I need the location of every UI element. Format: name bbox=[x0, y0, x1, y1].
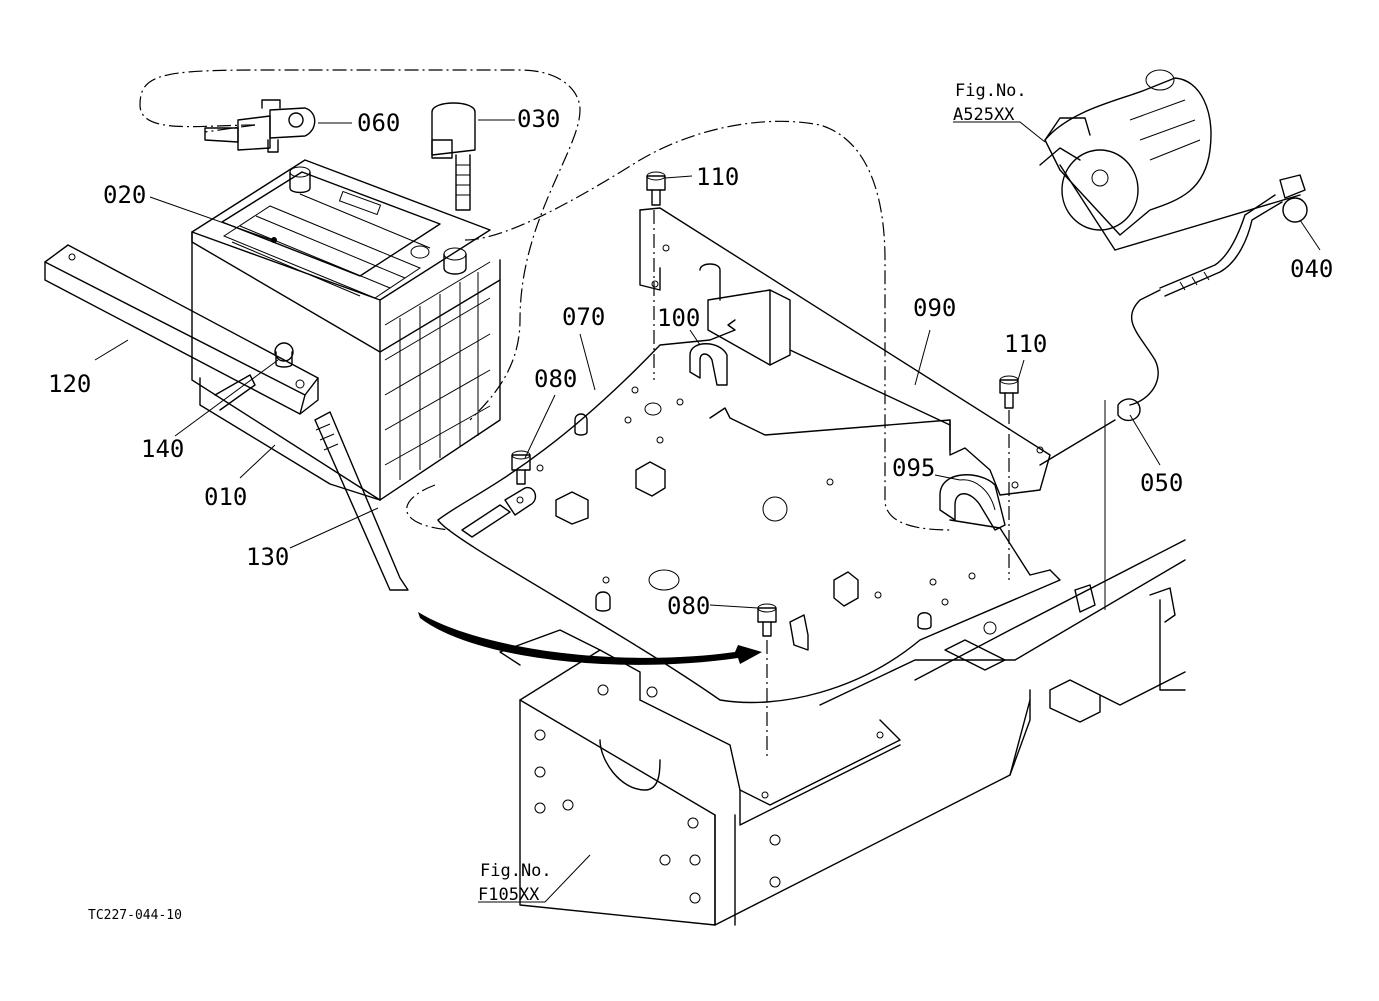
starter-motor bbox=[1039, 69, 1308, 297]
label-140: 140 bbox=[141, 435, 184, 463]
hold-down-bar bbox=[44, 244, 319, 415]
locator-lines bbox=[653, 210, 1010, 760]
bracket bbox=[639, 207, 1051, 496]
figure-references: Fig.No. A525XX Fig.No. F105XX bbox=[478, 81, 1027, 905]
clamp-large bbox=[939, 474, 1006, 531]
label-110-top: 110 bbox=[696, 163, 739, 191]
ground-terminal bbox=[461, 486, 537, 538]
label-130: 130 bbox=[246, 543, 289, 571]
label-080-left: 080 bbox=[534, 365, 577, 393]
terminal-cover bbox=[431, 102, 476, 211]
label-100: 100 bbox=[657, 304, 700, 332]
base-plate bbox=[437, 319, 1061, 704]
label-060: 060 bbox=[357, 109, 400, 137]
fig-ref-frame-line2: F105XX bbox=[478, 885, 540, 905]
label-050: 050 bbox=[1140, 469, 1183, 497]
terminal-clamp bbox=[204, 99, 316, 153]
bolt bbox=[999, 375, 1019, 409]
cable-clip bbox=[1104, 398, 1141, 610]
bolt bbox=[511, 450, 531, 485]
leader-lines bbox=[94, 119, 1321, 903]
fig-ref-starter-line1: Fig.No. bbox=[955, 81, 1027, 101]
label-090: 090 bbox=[913, 294, 956, 322]
cables bbox=[139, 69, 1161, 531]
clamp-small bbox=[689, 343, 728, 386]
label-070: 070 bbox=[562, 303, 605, 331]
chassis-frame bbox=[499, 539, 1186, 926]
label-095: 095 bbox=[892, 454, 935, 482]
bolt bbox=[757, 603, 777, 637]
assembly-arrow bbox=[418, 612, 762, 665]
battery bbox=[191, 159, 501, 501]
bolt bbox=[646, 171, 666, 206]
label-030: 030 bbox=[517, 105, 560, 133]
label-120: 120 bbox=[48, 370, 91, 398]
fig-ref-starter-line2: A525XX bbox=[953, 105, 1015, 125]
label-010: 010 bbox=[204, 483, 247, 511]
drawing-code: TC227-044-10 bbox=[88, 908, 182, 923]
label-110-right: 110 bbox=[1004, 330, 1047, 358]
hold-down-rod bbox=[314, 411, 409, 591]
part-labels: 060 030 020 110 110 120 140 010 130 070 … bbox=[48, 105, 1333, 620]
label-080-bottom: 080 bbox=[667, 592, 710, 620]
fig-ref-frame-line1: Fig.No. bbox=[480, 861, 552, 881]
wing-nut bbox=[274, 342, 294, 368]
label-020: 020 bbox=[103, 181, 146, 209]
label-040: 040 bbox=[1290, 255, 1333, 283]
